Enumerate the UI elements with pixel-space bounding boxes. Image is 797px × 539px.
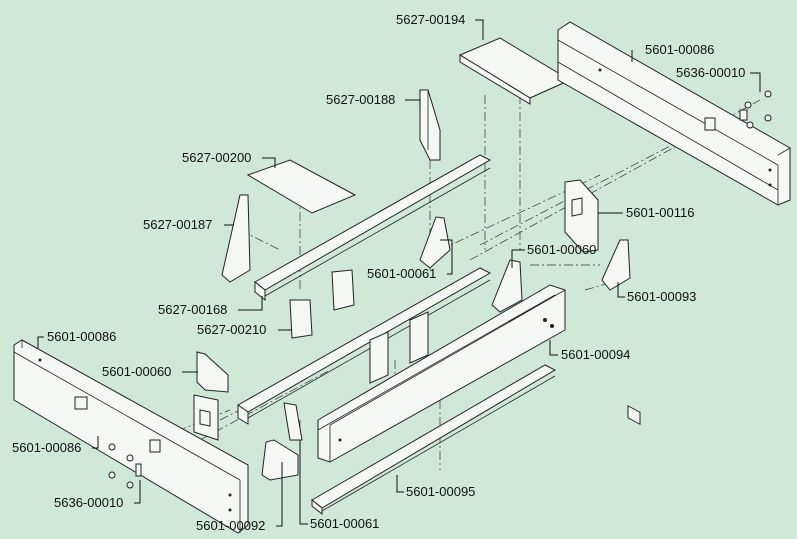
part-5601-00086-top bbox=[557, 21, 791, 426]
part-5627-00200 bbox=[246, 159, 357, 214]
part-5601-00094 bbox=[317, 284, 566, 463]
label-5627-00168: 5627-00168 bbox=[158, 302, 227, 317]
part-5601-00093 bbox=[601, 239, 631, 291]
label-5601-00060-mid: 5601-00060 bbox=[527, 242, 596, 257]
label-5627-00200: 5627-00200 bbox=[182, 150, 251, 165]
part-5627-00194 bbox=[458, 37, 572, 105]
label-5627-00187: 5627-00187 bbox=[143, 217, 212, 232]
label-5627-00194: 5627-00194 bbox=[396, 12, 465, 27]
label-5636-00010-low: 5636-00010 bbox=[54, 495, 123, 510]
label-5601-00086-left: 5601-00086 bbox=[47, 329, 116, 344]
label-5601-00095: 5601-00095 bbox=[406, 484, 475, 499]
part-5601-00061-low bbox=[283, 402, 303, 441]
part-5627-00187 bbox=[221, 194, 251, 283]
part-5601-00116 bbox=[564, 179, 599, 253]
label-5627-00188: 5627-00188 bbox=[326, 92, 395, 107]
part-5601-00061-mid bbox=[419, 216, 451, 269]
part-5601-00092 bbox=[261, 439, 299, 481]
label-5601-00116: 5601-00116 bbox=[626, 205, 694, 220]
part-5601-00060-mid bbox=[491, 259, 523, 313]
label-5601-00060-left: 5601-00060 bbox=[102, 364, 171, 379]
part-5601-00095 bbox=[311, 364, 557, 516]
label-5601-00093: 5601-00093 bbox=[627, 289, 696, 304]
label-5601-00061-low: 5601-00061 bbox=[310, 516, 379, 531]
part-5601-00086-left bbox=[13, 339, 249, 534]
label-5601-00094: 5601-00094 bbox=[561, 347, 630, 362]
part-5627-00210 bbox=[289, 269, 355, 339]
part-5601-00060-left bbox=[196, 351, 229, 393]
part-5627-00168 bbox=[254, 154, 492, 302]
part-labels: 5627-00194 5601-00086 5636-00010 5627-00… bbox=[12, 12, 745, 533]
part-center-channel bbox=[237, 267, 492, 425]
label-5601-00086-low: 5601-00086 bbox=[12, 440, 81, 455]
part-left-plate bbox=[193, 394, 219, 441]
screws-left bbox=[108, 443, 142, 489]
label-5627-00210: 5627-00210 bbox=[197, 322, 266, 337]
screws-top bbox=[739, 90, 772, 129]
label-5601-00092: 5601-00092 bbox=[196, 518, 265, 533]
label-5601-00086-top: 5601-00086 bbox=[645, 42, 714, 57]
part-5627-00188 bbox=[419, 89, 441, 161]
leader-lines bbox=[37, 19, 761, 527]
label-5601-00061-mid: 5601-00061 bbox=[367, 266, 436, 281]
label-5636-00010-top: 5636-00010 bbox=[676, 65, 745, 80]
